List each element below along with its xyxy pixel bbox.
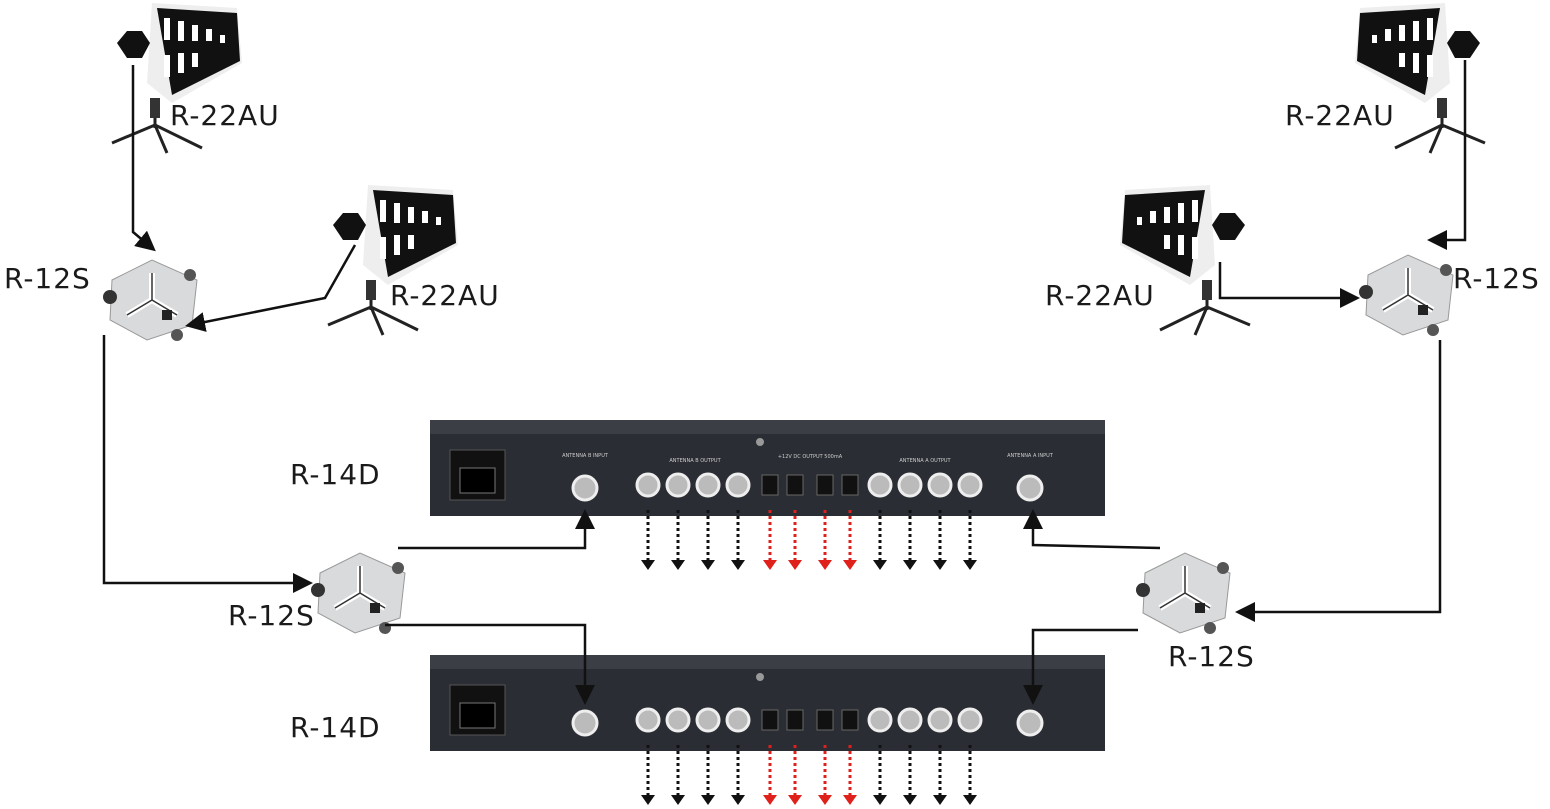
bnc-output-port — [957, 472, 983, 498]
bnc-output-port — [957, 707, 983, 733]
cables — [102, 60, 1467, 705]
arrow-down-icon — [818, 560, 832, 570]
antenna-r22au-mid-right — [1118, 183, 1252, 337]
dc-output-jack — [786, 709, 804, 731]
arrow-down-icon — [818, 795, 832, 805]
panel-ant-b-input: ANTENNA B INPUT — [562, 453, 609, 459]
bnc-output-port — [897, 472, 923, 498]
arrow-down-icon — [788, 795, 802, 805]
arrow-down-icon — [731, 560, 745, 570]
arrow-down-icon — [963, 795, 977, 805]
arrow-down-icon — [701, 560, 715, 570]
arrow-down-icon — [843, 560, 857, 570]
arrow-down-icon — [641, 795, 655, 805]
arrow-down-icon — [933, 560, 947, 570]
arrow-down-icon — [671, 795, 685, 805]
label-r22au-mid-right: R-22AU — [1045, 279, 1155, 312]
bnc-output-port — [927, 707, 953, 733]
arrow-down-icon — [873, 560, 887, 570]
label-r12s-bottom-right: R-12S — [1168, 640, 1255, 673]
bnc-output-port — [635, 707, 661, 733]
panel-ant-b-output: ANTENNA B OUTPUT — [669, 458, 721, 464]
splitter-r12s-top-left — [103, 260, 197, 341]
arrow-down-icon — [843, 795, 857, 805]
label-r12s-bottom-left: R-12S — [228, 599, 315, 632]
arrow-down-icon — [963, 560, 977, 570]
label-r14d-bottom: R-14D — [290, 711, 381, 744]
dc-output-jack — [816, 474, 834, 496]
bnc-output-port — [725, 472, 751, 498]
panel-ant-a-output: ANTENNA A OUTPUT — [899, 458, 951, 464]
label-r22au-mid-left: R-22AU — [390, 279, 500, 312]
bnc-output-port — [665, 472, 691, 498]
dc-output-jack — [761, 474, 779, 496]
bnc-output-port — [725, 707, 751, 733]
arrow-down-icon — [788, 560, 802, 570]
arrow-down-icon — [763, 795, 777, 805]
bnc-output-port — [867, 472, 893, 498]
arrow-down-icon — [671, 560, 685, 570]
bnc-output-port — [695, 707, 721, 733]
arrow-down-icon — [731, 795, 745, 805]
label-r12s-top-left: R-12S — [4, 262, 91, 295]
dc-output-jack — [786, 474, 804, 496]
bnc-output-port — [867, 707, 893, 733]
panel-dc-output: +12V DC OUTPUT 500mA — [778, 454, 843, 460]
distributor-r14d-bottom — [428, 653, 1107, 753]
arrow-down-icon — [933, 795, 947, 805]
arrow-down-icon — [903, 560, 917, 570]
splitter-r12s-bottom-left — [311, 553, 405, 634]
label-r14d-top: R-14D — [290, 458, 381, 491]
dc-output-jack — [761, 709, 779, 731]
bnc-output-port — [635, 472, 661, 498]
splitter-r12s-bottom-right — [1136, 553, 1230, 634]
panel-ant-a-input: ANTENNA A INPUT — [1007, 453, 1054, 459]
distributor-r14d-top — [428, 418, 1107, 518]
bnc-output-port — [897, 707, 923, 733]
arrow-down-icon — [701, 795, 715, 805]
label-r12s-top-right: R-12S — [1453, 262, 1540, 295]
splitter-r12s-top-right — [1359, 255, 1453, 336]
output-arrows — [641, 510, 977, 805]
bnc-output-port — [665, 707, 691, 733]
bnc-output-port — [927, 472, 953, 498]
dc-output-jack — [841, 709, 859, 731]
bnc-output-port — [695, 472, 721, 498]
arrow-down-icon — [641, 560, 655, 570]
dc-output-jack — [816, 709, 834, 731]
arrow-down-icon — [763, 560, 777, 570]
label-r22au-top-right: R-22AU — [1285, 99, 1395, 132]
arrow-down-icon — [903, 795, 917, 805]
arrow-down-icon — [873, 795, 887, 805]
label-r22au-top-left: R-22AU — [170, 99, 280, 132]
dc-output-jack — [841, 474, 859, 496]
